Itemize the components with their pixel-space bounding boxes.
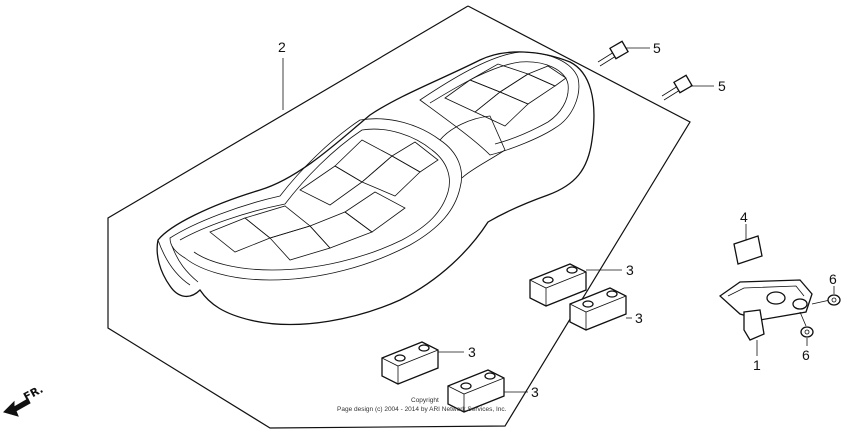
copyright-line-2: Page design (c) 2004 - 2014 by ARI Netwo…: [337, 406, 507, 413]
assembly-outline: [107, 5, 691, 429]
bolt-lower: [661, 74, 693, 101]
callout-bolt-upper: 5: [653, 40, 661, 56]
callout-nut-lower: 6: [802, 347, 810, 363]
callout-lock-key: 1: [753, 357, 761, 373]
bolt-upper: [597, 40, 629, 67]
callout-nut-upper: 6: [829, 271, 837, 287]
nut-upper: [811, 294, 841, 306]
cushion-1: [529, 263, 587, 307]
copyright-line-1: Copyright: [411, 397, 439, 404]
seat-assembly: [156, 51, 595, 326]
front-arrow-icon: [3, 398, 31, 417]
callout-cushion-3: 3: [468, 344, 476, 360]
front-label: FR.: [21, 383, 45, 404]
callout-label: 4: [740, 209, 748, 225]
callout-cushion-2: 3: [635, 310, 643, 326]
front-direction-indicator: FR.: [3, 383, 45, 417]
callout-seat: 2: [278, 39, 286, 55]
nut-lower: [799, 311, 814, 338]
callout-cushion-1: 3: [626, 262, 634, 278]
seat-lock-assembly: [718, 279, 813, 356]
cushion-2: [569, 287, 627, 331]
leader-lines: [282, 47, 835, 393]
cushion-3: [381, 341, 439, 385]
cushion-4: [447, 369, 505, 413]
callout-cushion-4: 3: [531, 384, 539, 400]
callout-bolt-lower: 5: [718, 78, 726, 94]
caution-label: [733, 224, 763, 265]
